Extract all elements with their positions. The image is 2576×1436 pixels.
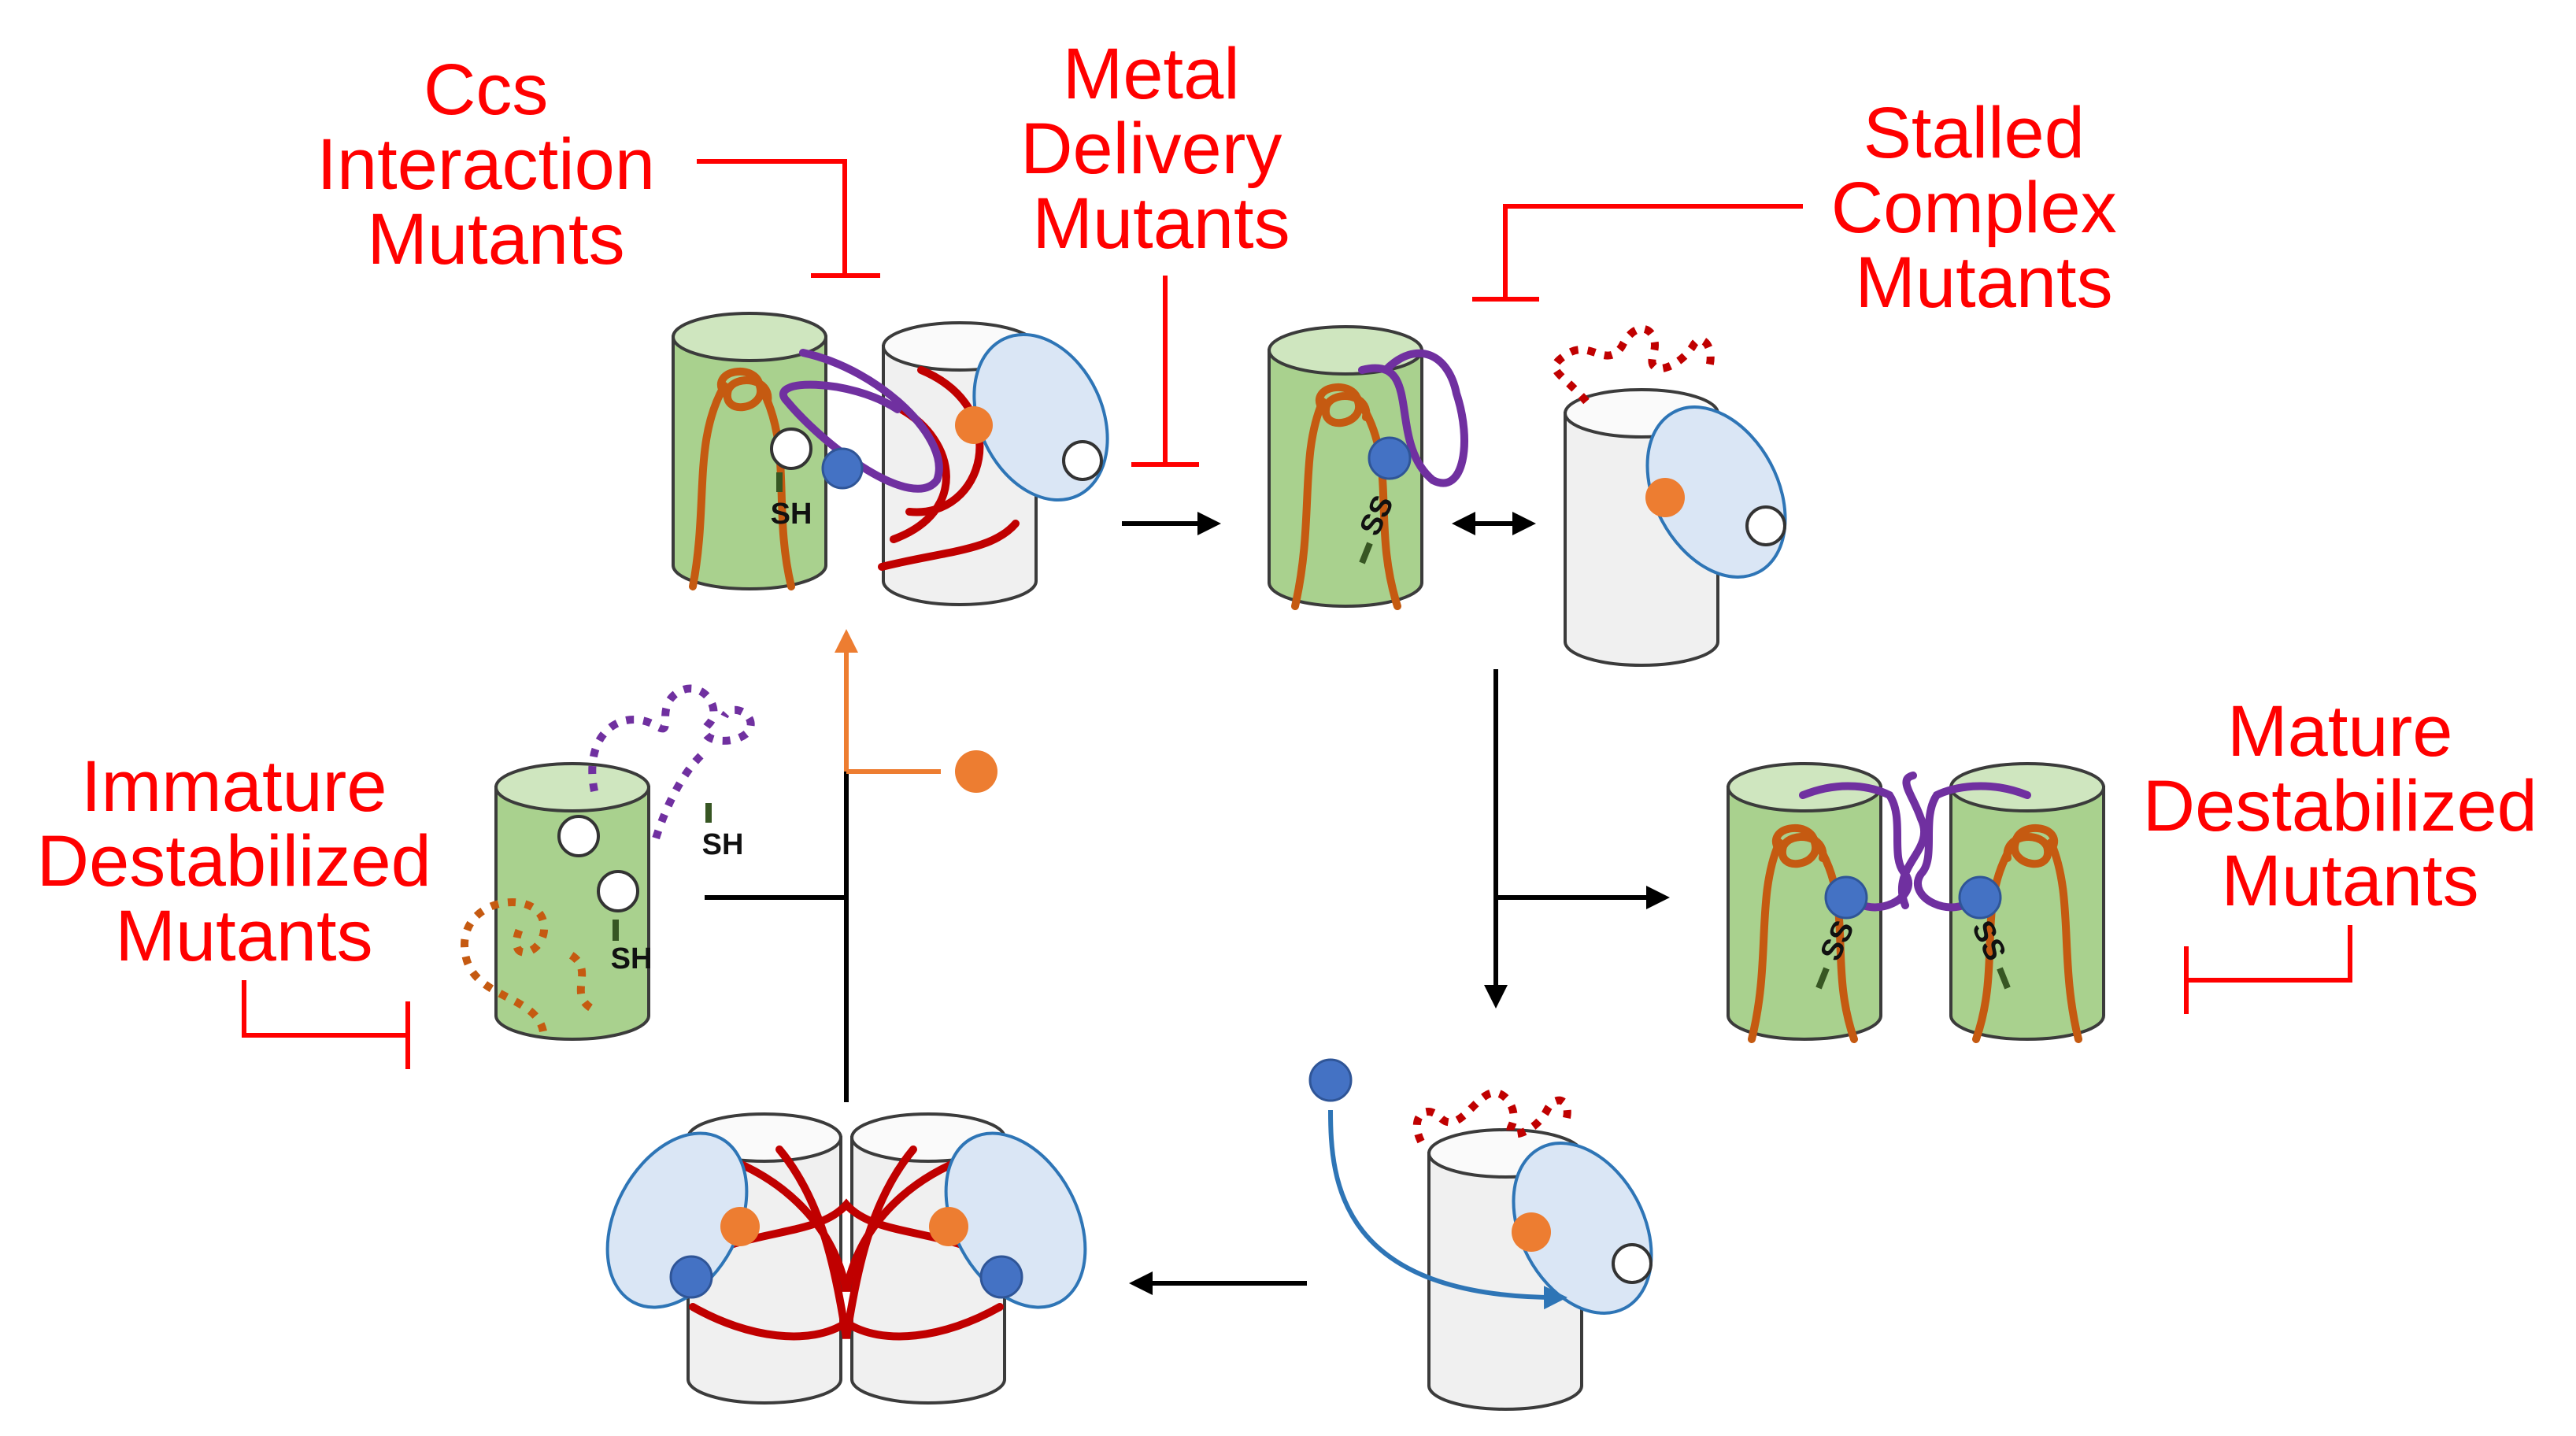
mature-destabilized-mutants-label: Mature Destabilized Mutants [2143, 691, 2558, 921]
sod1-beta-strand [1748, 838, 1783, 1043]
metal-delivery-inhibition-icon [1131, 276, 1199, 467]
ccs-interaction-mutants-label: Ccs Interaction Mutants [316, 50, 675, 279]
label-line: Delivery [1020, 109, 1282, 189]
ccs-d3-tail [779, 349, 943, 493]
disulfide-stem [1997, 967, 2011, 990]
dimer-interface-loop [1897, 772, 1929, 909]
immature-sod1-monomer: SH SH [460, 684, 755, 1041]
zinc-ion-icon [1512, 1212, 1551, 1252]
ccs-domain-i [605, 1131, 749, 1309]
immature-destabilized-inhibition-icon [242, 980, 410, 1069]
disordered-loop [588, 684, 755, 792]
label-line: Mature [2227, 691, 2452, 772]
empty-zinc-site-icon [770, 427, 812, 470]
ccs-binding-site-icon [1062, 440, 1103, 481]
copper-loading-arrow [1328, 1109, 1567, 1310]
sh-label: SH [771, 498, 812, 531]
zinc-loop-knot [2003, 823, 2058, 868]
sh-label: SH [702, 828, 744, 861]
copper-ion-icon [669, 1255, 713, 1299]
ccs-binding-site-icon [1745, 505, 1786, 546]
stalled-complex-ccs [1551, 324, 1787, 667]
released-ccs [1308, 1058, 1653, 1411]
ccs-strand [878, 520, 1020, 571]
copper-ion-icon [1308, 1058, 1353, 1102]
disordered-beta-strand [460, 898, 549, 1033]
ccs-binding-site-icon [1612, 1243, 1653, 1284]
sod1-beta-strand [689, 382, 728, 590]
label-line: Immature [81, 746, 387, 827]
copper-ion-icon [1368, 436, 1412, 480]
ccs-domain-i [944, 1131, 1087, 1309]
immature-destabilized-mutants-label: Immature Destabilized Mutants [37, 746, 452, 976]
copper-ion-icon [821, 447, 864, 490]
empty-zinc-site-icon [597, 870, 639, 912]
metal-delivery-mutants-label: Metal Delivery Mutants [1020, 34, 1302, 264]
mature-sod1-homodimer: SS SS [1727, 762, 2105, 1043]
dimer-interface-loop [1914, 782, 2031, 912]
ccs-strand [775, 1145, 917, 1339]
sh-label: SH [611, 942, 653, 975]
label-line: Mutants [1032, 183, 1290, 264]
zinc-ion-icon [1645, 478, 1685, 517]
ccs-domain-i [1512, 1142, 1653, 1315]
copper-ion-icon [979, 1255, 1023, 1299]
label-line: Stalled [1864, 93, 2085, 173]
zinc-entry-arrow [835, 629, 997, 793]
label-line: Metal [1063, 34, 1240, 114]
ccs-strand [720, 1153, 972, 1292]
stalled-complex-sod1: SS [1268, 325, 1468, 610]
label-line: Complex [1831, 168, 2117, 248]
ccs-interaction-inhibition-icon [697, 159, 880, 278]
empty-copper-site-icon [557, 815, 600, 857]
disordered-ccs-region [1551, 324, 1715, 405]
label-line: Interaction [316, 124, 655, 205]
label-line: Destabilized [37, 821, 431, 901]
disordered-beta-strand [564, 949, 594, 1012]
label-line: Mutants [1855, 242, 2112, 323]
zinc-ion-icon [929, 1207, 968, 1246]
mature-destabilized-inhibition-icon [2184, 925, 2352, 1014]
label-line: Mutants [2221, 841, 2478, 921]
zinc-loop-knot [1316, 383, 1371, 427]
zinc-ion-icon [955, 406, 993, 444]
disordered-ccs-region [1412, 1089, 1571, 1144]
zinc-ion-icon [720, 1207, 760, 1246]
ccs-domain-i [1645, 405, 1787, 579]
ccs-domain-i [972, 332, 1109, 502]
zinc-loop-knot [1772, 823, 1827, 868]
ccs-homodimer [605, 1112, 1087, 1405]
zinc-loop-knot [717, 367, 772, 412]
ccs-d3-tail [1358, 349, 1468, 487]
dimer-interface-loop [1799, 782, 1912, 912]
copper-ion-icon [1958, 875, 2002, 920]
disulfide-stem [1359, 542, 1373, 564]
stalled-complex-inhibition-icon [1472, 204, 1803, 302]
label-line: Destabilized [2143, 766, 2537, 846]
disordered-loop [650, 753, 704, 848]
zinc-ion-icon [955, 750, 997, 793]
ccs-strand [905, 366, 984, 516]
sod1-beta-strand [2047, 838, 2082, 1043]
sod1-monomer-cylinder [494, 762, 650, 1041]
copper-ion-icon [1824, 875, 1868, 920]
label-line: Mutants [367, 199, 624, 279]
sod1-beta-strand [1291, 398, 1327, 610]
label-line: Mutants [115, 896, 372, 976]
stalled-complex-mutants-label: Stalled Complex Mutants [1831, 93, 2137, 323]
sod1-ccs-heterodimer: SH [672, 312, 1109, 606]
label-line: Ccs [424, 50, 548, 130]
disulfide-stem [1815, 967, 1830, 990]
